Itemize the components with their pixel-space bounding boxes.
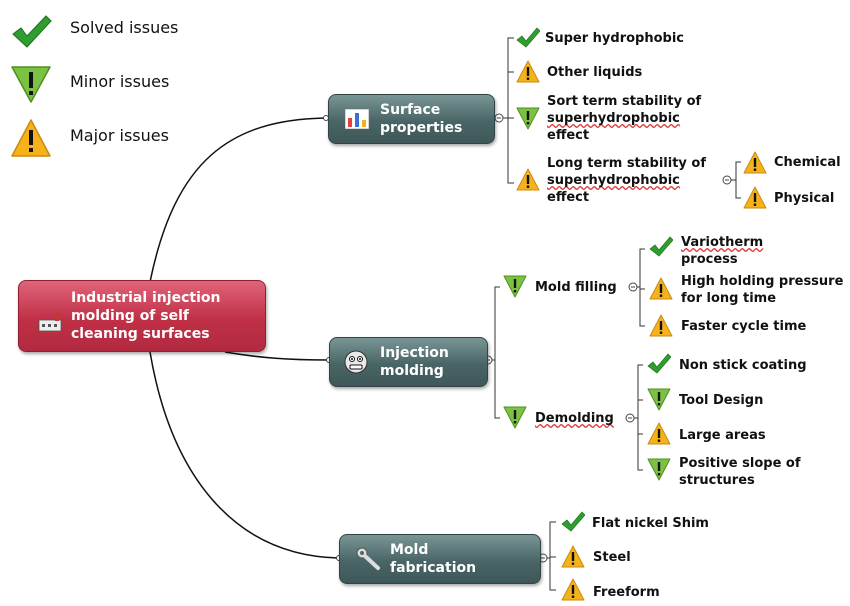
leaf-line: High holding pressure — [681, 274, 844, 289]
factory-icon — [38, 313, 62, 332]
root-node[interactable]: Industrial injection molding of self cle… — [18, 280, 266, 352]
leaf-line: Flat nickel Shim — [592, 516, 709, 531]
leaf-line: Non stick coating — [679, 358, 807, 373]
hub-surface-line-1: Surface — [380, 102, 441, 118]
leaf-mold-filling[interactable]: Mold filling — [535, 279, 617, 296]
leaf-positive-slope[interactable]: Positive slope of structures — [679, 455, 801, 489]
flat-nickel-status-icon — [561, 511, 586, 535]
leaf-freeform[interactable]: Freeform — [593, 584, 660, 601]
root-line-2: molding of self — [71, 308, 189, 324]
leaf-line: Super hydrophobic — [545, 31, 685, 46]
smiley-icon — [344, 350, 368, 374]
leaf-line: Freeform — [593, 585, 660, 600]
hub-mold-line-1: Mold — [390, 542, 429, 558]
leaf-line: Sort term stability of — [547, 94, 702, 109]
leaf-line: Variotherm — [681, 235, 764, 250]
leaf-super-hydrophobic[interactable]: Super hydrophobic — [545, 30, 684, 47]
wrench-icon — [356, 547, 380, 570]
steel-status-icon — [561, 545, 585, 569]
long-term-status-icon — [516, 168, 540, 192]
mold-filling-status-icon — [503, 274, 527, 298]
leaf-line: Chemical — [774, 155, 841, 170]
leaf-line: Physical — [774, 191, 835, 206]
physical-status-icon — [743, 186, 767, 210]
leaf-line: Large areas — [679, 428, 766, 443]
positive-slope-status-icon — [647, 457, 671, 481]
leaf-line: Mold filling — [535, 280, 617, 295]
super-hydrophobic-status-icon — [516, 27, 541, 51]
hub-mold-fabrication[interactable]: Mold fabrication — [339, 534, 541, 584]
bar-chart-icon — [345, 109, 369, 129]
leaf-line: Long term stability of — [547, 156, 707, 171]
hub-injection-molding[interactable]: Injection molding — [329, 337, 488, 387]
hub-injection-line-1: Injection — [380, 345, 449, 361]
faster-cycle-status-icon — [649, 314, 673, 338]
large-areas-status-icon — [647, 422, 671, 446]
leaf-line: Tool Design — [679, 393, 764, 408]
non-stick-status-icon — [647, 353, 672, 377]
major-warning-icon — [11, 119, 51, 157]
leaf-line: effect — [547, 128, 590, 143]
other-liquids-status-icon — [516, 60, 540, 84]
connector-root-injection — [224, 351, 329, 361]
short-term-status-icon — [516, 106, 540, 130]
minor-warning-icon — [11, 66, 51, 103]
leaf-tool-design[interactable]: Tool Design — [679, 392, 763, 409]
leaf-other-liquids[interactable]: Other liquids — [547, 64, 642, 81]
check-icon — [12, 15, 52, 48]
hub-injection-line-2: molding — [380, 363, 444, 379]
freeform-status-icon — [561, 578, 585, 602]
leaf-demolding[interactable]: Demolding — [535, 410, 614, 427]
leaf-line: effect — [547, 190, 590, 205]
leaf-short-term-stability[interactable]: Sort term stability of superhydrophobic … — [547, 93, 701, 144]
root-line-1: Industrial injection — [71, 290, 221, 306]
leaf-physical[interactable]: Physical — [774, 190, 834, 207]
hub-surface-properties[interactable]: Surface properties — [328, 94, 495, 144]
legend-label-solved: Solved issues — [70, 18, 179, 37]
hub-mold-line-2: fabrication — [390, 560, 477, 576]
leaf-line: Steel — [593, 550, 631, 565]
leaf-line: superhydrophobic — [547, 111, 680, 126]
connector-root-surface — [149, 117, 326, 283]
demolding-status-icon — [503, 405, 527, 429]
root-line-3: cleaning surfaces — [71, 326, 210, 342]
leaf-line: for long time — [681, 291, 777, 306]
leaf-large-areas[interactable]: Large areas — [679, 427, 766, 444]
leaf-high-holding-pressure[interactable]: High holding pressure for long time — [681, 273, 843, 307]
hub-surface-line-2: properties — [380, 120, 463, 136]
leaf-chemical[interactable]: Chemical — [774, 154, 841, 171]
leaf-line: structures — [679, 473, 755, 488]
leaf-line: Positive slope of — [679, 456, 801, 471]
leaf-line: process — [681, 252, 738, 267]
leaf-variotherm[interactable]: Variotherm process — [681, 234, 763, 268]
tool-design-status-icon — [647, 387, 671, 411]
leaf-line: Faster cycle time — [681, 319, 807, 334]
leaf-faster-cycle-time[interactable]: Faster cycle time — [681, 318, 806, 335]
leaf-steel[interactable]: Steel — [593, 549, 631, 566]
leaf-line: superhydrophobic — [547, 173, 680, 188]
leaf-line: Other liquids — [547, 65, 643, 80]
leaf-line: Demolding — [535, 411, 614, 426]
high-holding-status-icon — [649, 277, 673, 301]
legend-label-major: Major issues — [70, 126, 169, 145]
legend-label-minor: Minor issues — [70, 72, 170, 91]
leaf-long-term-stability[interactable]: Long term stability of superhydrophobic … — [547, 155, 706, 206]
leaf-flat-nickel-shim[interactable]: Flat nickel Shim — [592, 515, 709, 532]
variotherm-status-icon — [649, 236, 674, 260]
leaf-non-stick-coating[interactable]: Non stick coating — [679, 357, 807, 374]
connector-root-mold — [149, 351, 339, 559]
chemical-status-icon — [743, 151, 767, 175]
